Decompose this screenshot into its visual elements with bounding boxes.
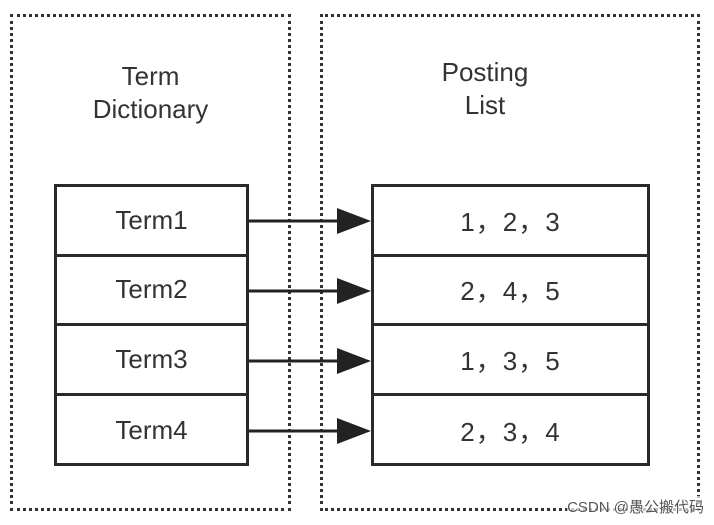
term-table: Term1 Term2 Term3 Term4 <box>54 184 249 466</box>
posting-cell: 2，4，5 <box>374 257 647 326</box>
watermark: CSDN @愚公搬代码 <box>567 496 704 517</box>
term-cell: Term3 <box>57 326 246 396</box>
term-dictionary-panel <box>10 14 291 511</box>
term-cell: Term4 <box>115 414 188 445</box>
posting-table: 1，2，3 2，4，5 1，3，5 2，3，4 <box>371 184 650 466</box>
posting-list-title: Posting List <box>320 56 650 122</box>
posting-cell: 1，2，3 <box>374 187 647 257</box>
term-dictionary-title-line1: Term <box>121 61 180 91</box>
posting-list-title-line2: List <box>464 90 506 120</box>
posting-cell: 2，3，4 <box>460 416 561 447</box>
term-cell: Term2 <box>57 257 246 326</box>
term-dictionary-title-line2: Dictionary <box>92 94 209 124</box>
posting-list-title-line1: Posting <box>441 57 529 87</box>
term-cell: Term1 <box>57 187 246 257</box>
posting-list-panel <box>320 14 700 511</box>
posting-cell: 1，3，5 <box>374 326 647 396</box>
term-dictionary-title: Term Dictionary <box>10 60 291 126</box>
